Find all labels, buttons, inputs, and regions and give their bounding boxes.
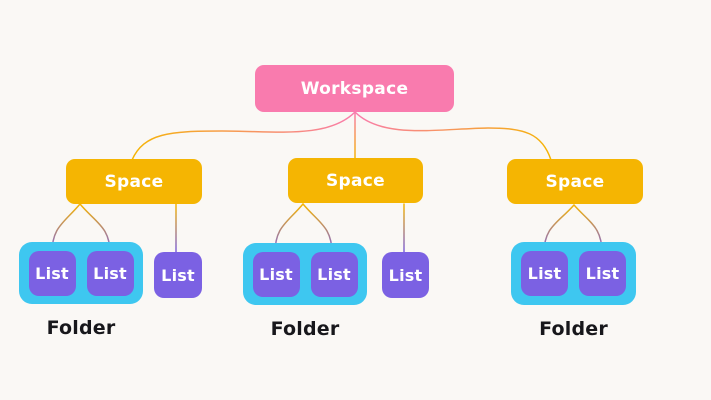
connector-workspace-space-1	[131, 111, 356, 161]
folder-container-1: List List	[19, 242, 143, 304]
folder-container-3: List List	[511, 242, 636, 305]
list-node: List	[86, 250, 134, 296]
list-label: List	[93, 263, 127, 283]
space-node-1: Space	[66, 159, 202, 204]
list-label: List	[585, 264, 620, 283]
list-node: List	[521, 251, 568, 296]
list-label: List	[388, 265, 423, 285]
list-label: List	[161, 265, 195, 285]
space-label: Space	[545, 171, 605, 192]
list-node: List	[310, 251, 358, 297]
list-label: List	[527, 264, 562, 283]
connector-workspace-space-3	[354, 111, 552, 161]
workspace-node: Workspace	[255, 65, 454, 112]
space-label: Space	[326, 170, 385, 191]
list-node-standalone: List	[154, 252, 202, 298]
workspace-label: Workspace	[300, 78, 409, 99]
folder-caption-2: Folder	[270, 318, 340, 340]
list-node: List	[252, 251, 300, 297]
folder-caption-3: Folder	[539, 318, 608, 340]
list-node: List	[28, 250, 76, 296]
space-node-2: Space	[288, 158, 423, 203]
list-label: List	[35, 263, 69, 283]
folder-container-2: List List	[243, 243, 367, 305]
space-label: Space	[104, 171, 164, 192]
list-node: List	[579, 251, 626, 296]
space-node-3: Space	[507, 159, 643, 204]
list-label: List	[317, 264, 351, 284]
list-label: List	[259, 264, 293, 284]
list-node-standalone: List	[382, 252, 429, 298]
folder-caption-1: Folder	[46, 317, 116, 339]
